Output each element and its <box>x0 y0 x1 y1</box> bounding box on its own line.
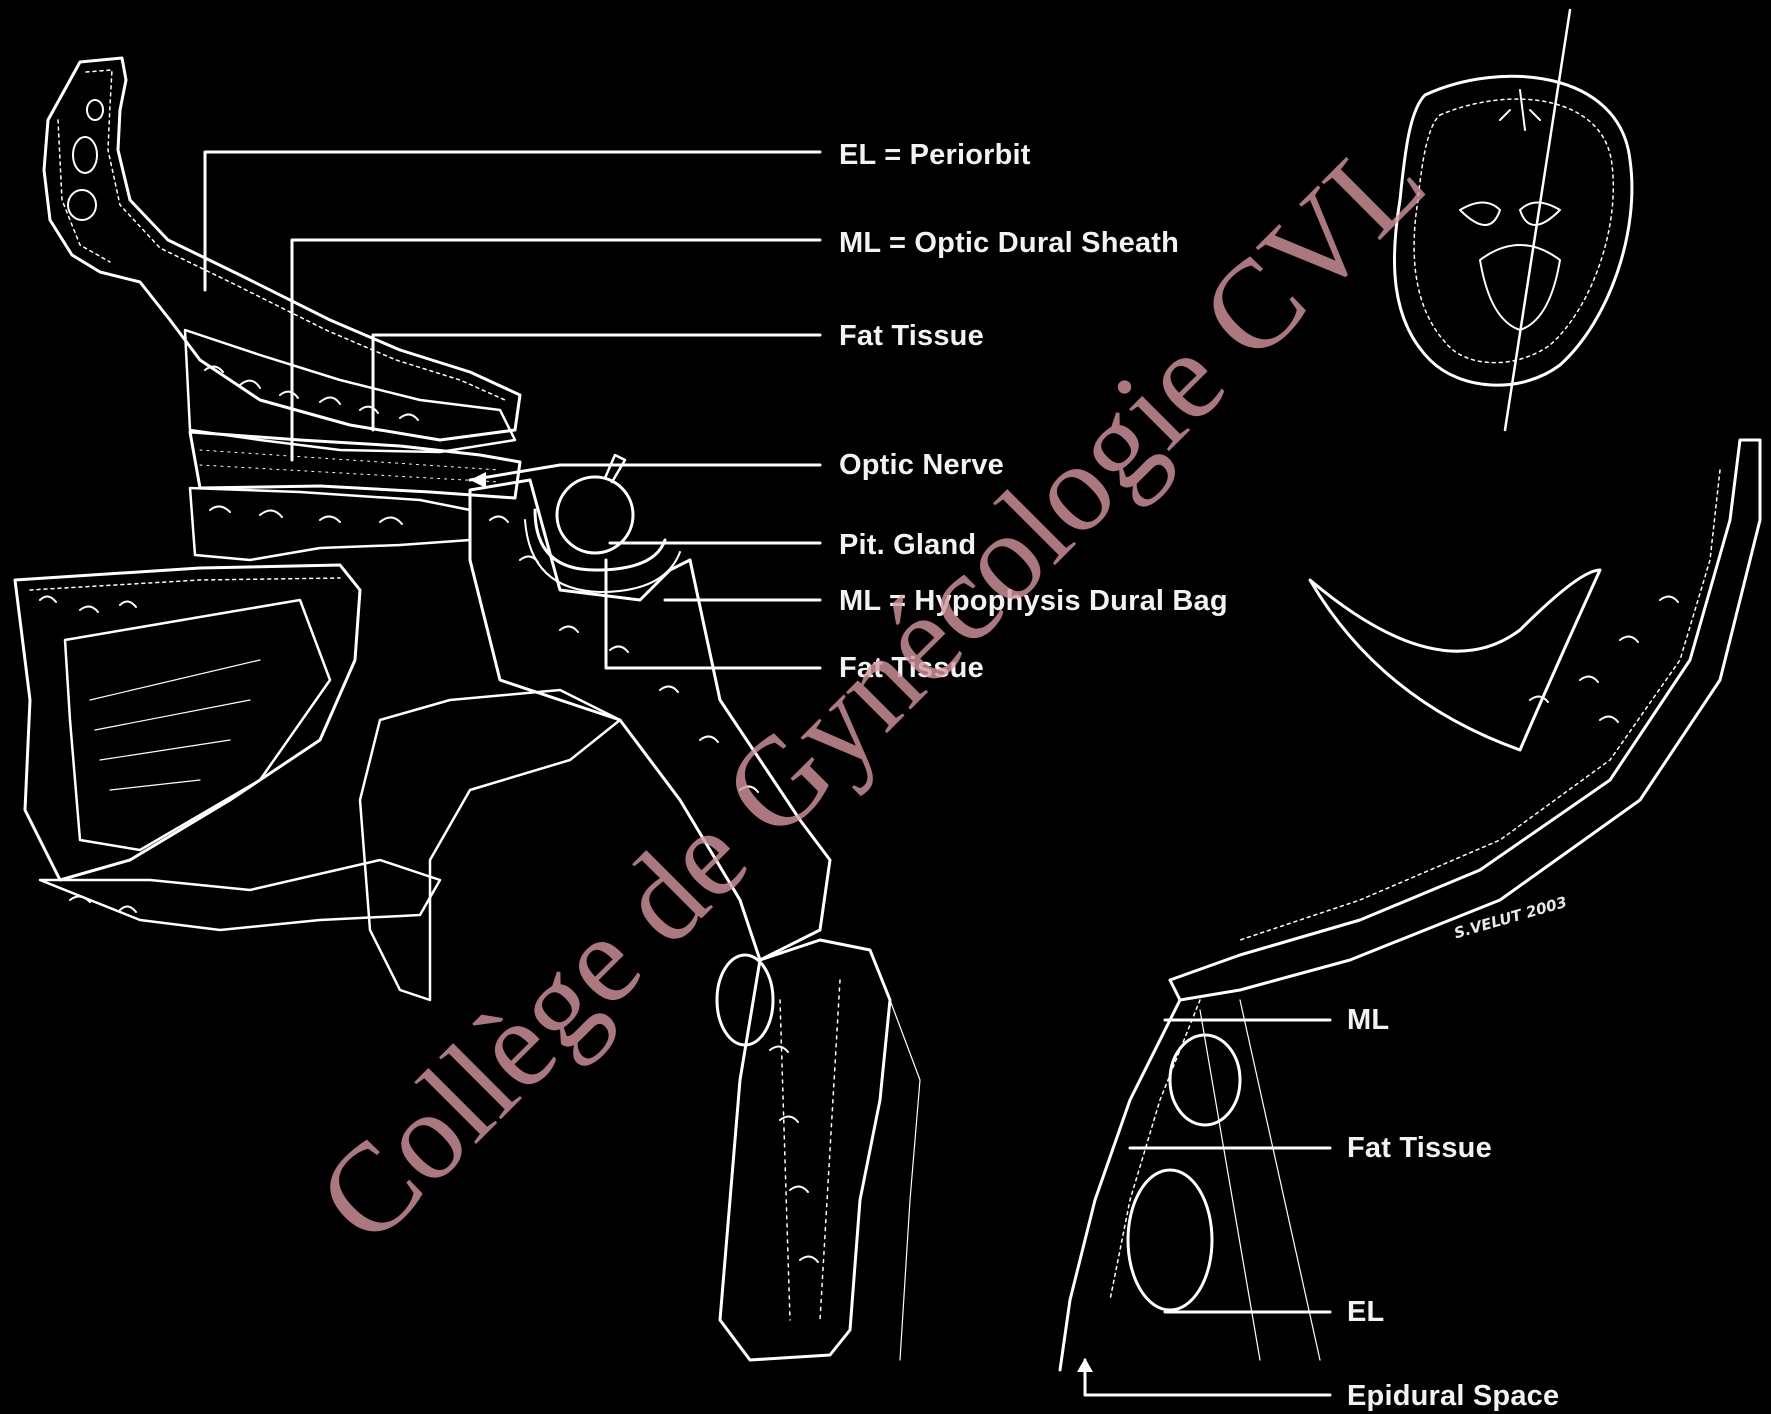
epidural-arrow-head <box>1077 1358 1093 1372</box>
label-ml-spine: ML <box>1347 1006 1389 1035</box>
optic-nerve-arrow-head <box>470 472 486 488</box>
label-fat-tissue-orbit: Fat Tissue <box>839 322 984 351</box>
label-optic-nerve: Optic Nerve <box>839 451 1004 480</box>
label-el-periorbit: EL = Periorbit <box>839 141 1031 170</box>
skull-axial-inset <box>1394 10 1631 430</box>
label-fat-tissue-sella: Fat Tissue <box>839 654 984 683</box>
spinal-section-right <box>1060 440 1760 1370</box>
label-pit-gland: Pit. Gland <box>839 531 976 560</box>
label-el-spine: EL <box>1347 1298 1384 1327</box>
vertebral-body-middle <box>717 940 920 1360</box>
sphenoid-sinus <box>15 565 360 880</box>
label-fat-tissue-spine: Fat Tissue <box>1347 1134 1492 1163</box>
optic-nerve-drawing <box>190 432 520 498</box>
dorsum-sellae <box>470 480 830 960</box>
orbital-roof-bone <box>44 58 520 440</box>
label-ml-optic-dural-sheath: ML = Optic Dural Sheath <box>839 229 1179 258</box>
clivus-and-nasopharynx <box>40 690 620 1000</box>
orbital-fat-compartment <box>185 330 515 452</box>
label-epidural-space: Epidural Space <box>1347 1382 1559 1411</box>
pituitary-gland-drawing <box>525 455 680 592</box>
sphenoid-bone-left <box>190 488 470 560</box>
label-ml-hypophysis-dural-bag: ML = Hypophysis Dural Bag <box>839 587 1228 616</box>
